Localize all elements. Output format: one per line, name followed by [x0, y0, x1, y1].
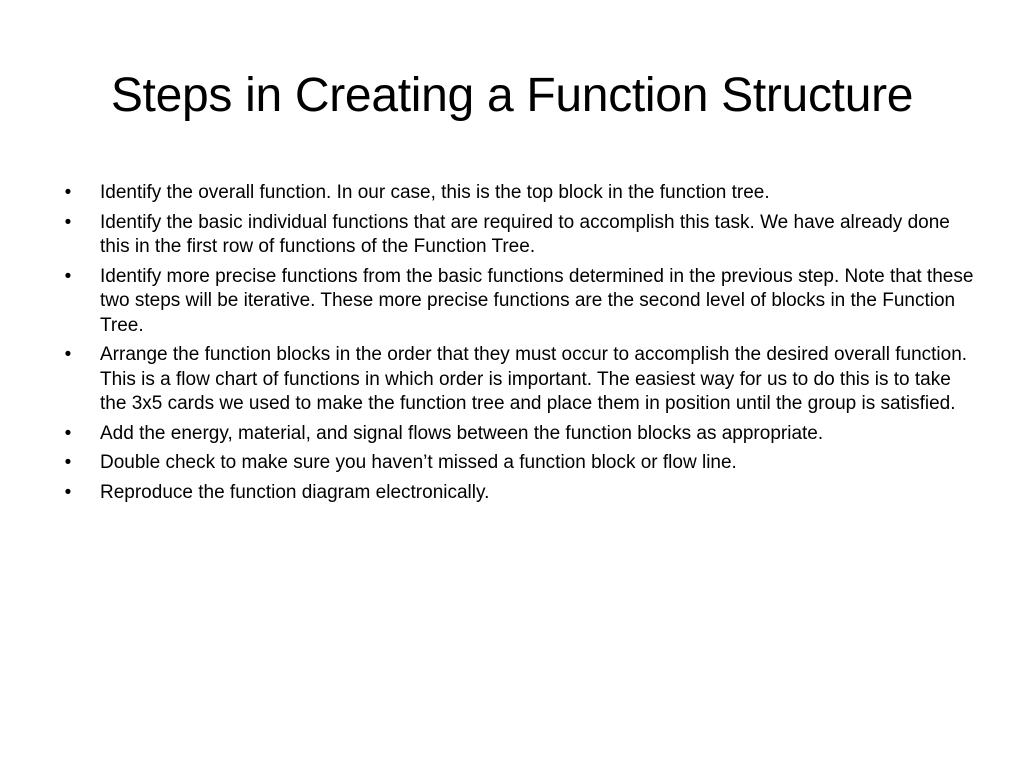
bullet-item: • Identify the overall function. In our … [60, 181, 976, 206]
bullet-text: Double check to make sure you haven’t mi… [100, 452, 737, 473]
bullet-item: • Add the energy, material, and signal f… [60, 422, 976, 447]
bullet-icon: • [64, 344, 72, 365]
bullet-item: • Identify more precise functions from t… [60, 265, 976, 339]
slide-title: Steps in Creating a Function Structure [110, 69, 914, 122]
bullet-icon: • [64, 452, 72, 473]
bullet-text: Arrange the function blocks in the order… [100, 344, 968, 414]
bullet-icon: • [64, 265, 72, 287]
bullet-item: • Arrange the function blocks in the ord… [60, 343, 976, 417]
bullet-icon: • [64, 211, 72, 233]
bullet-icon: • [64, 481, 72, 503]
bullet-icon: • [64, 182, 72, 203]
bullet-text: Identify the overall function. In our ca… [100, 182, 770, 203]
bullet-icon: • [64, 422, 72, 444]
bullet-item: • Double check to make sure you haven’t … [60, 451, 976, 476]
bullet-item: • Identify the basic individual function… [60, 211, 976, 260]
bullet-text: Identify more precise functions from the… [100, 265, 974, 336]
bullet-text: Reproduce the function diagram electroni… [100, 481, 490, 503]
bullet-text: Add the energy, material, and signal flo… [100, 422, 824, 444]
bullet-text: Identify the basic individual functions … [100, 211, 950, 258]
bullet-list: • Identify the overall function. In our … [60, 181, 976, 510]
bullet-item: • Reproduce the function diagram electro… [60, 481, 976, 506]
